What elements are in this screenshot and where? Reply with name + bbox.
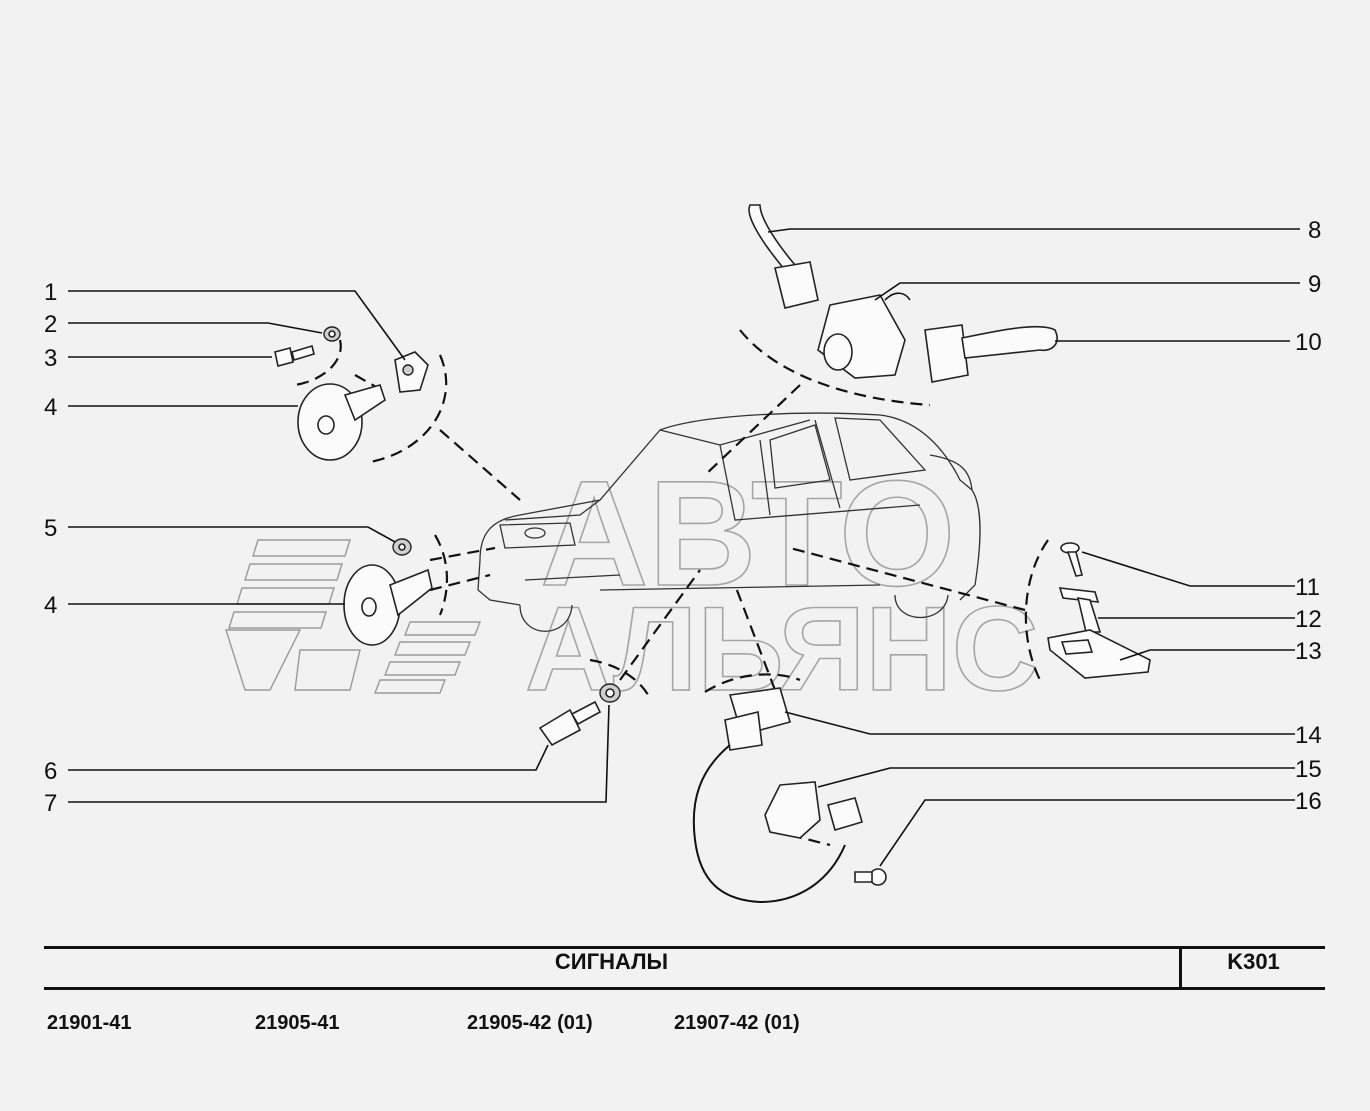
callout-13: 13: [1295, 638, 1322, 665]
horn-lower: [343, 564, 433, 646]
watermark-emblem-icon: [225, 539, 482, 694]
model-code-1: 21901-41: [47, 1012, 132, 1034]
callout-10: 10: [1295, 329, 1322, 356]
callout-16: 16: [1295, 788, 1322, 815]
switch-lever-10: [924, 324, 1058, 383]
callout-3: 3: [44, 345, 57, 372]
callout-4-upper: 4: [44, 394, 57, 421]
model-code-3: 21905-42 (01): [467, 1012, 593, 1034]
callout-4-lower: 4: [44, 592, 57, 619]
screw-16: [854, 868, 887, 886]
dashed-guides: [294, 329, 1049, 847]
screw-11: [1060, 542, 1083, 577]
watermark-logo: АВТО АЛЬЯНС: [225, 448, 1039, 717]
callout-1: 1: [44, 279, 57, 306]
model-code-4: 21907-42 (01): [674, 1012, 800, 1034]
parts-diagram: АВТО АЛЬЯНС: [44, 204, 1322, 904]
nut-2: [323, 326, 341, 342]
callout-15: 15: [1295, 756, 1322, 783]
horn-upper: [297, 383, 386, 461]
leader-lines: [68, 228, 1300, 867]
bracket-15: [764, 781, 863, 839]
switch-13: [1047, 629, 1151, 679]
callout-2: 2: [44, 311, 57, 338]
callout-11: 11: [1295, 574, 1320, 601]
nut-7: [599, 683, 621, 703]
callout-9: 9: [1308, 271, 1321, 298]
diagram-code: K301: [1227, 949, 1280, 974]
callout-6: 6: [44, 758, 57, 785]
callout-7: 7: [44, 790, 57, 817]
callout-14: 14: [1295, 722, 1322, 749]
switch-housing-9: [817, 292, 911, 379]
model-code-2: 21905-41: [255, 1012, 340, 1034]
bracket-12: [1058, 587, 1102, 633]
nut-5: [392, 538, 412, 556]
title-divider: [1179, 949, 1182, 987]
callout-8: 8: [1308, 217, 1321, 244]
callout-12: 12: [1295, 606, 1322, 633]
switch-lever-8: [748, 204, 819, 309]
car-outline: [477, 412, 981, 632]
callout-numbers: 1 2 3 4 5 4 6 7 8 9 10 11 12 13 14 15 16: [44, 217, 1322, 817]
title-block: СИГНАЛЫ K301: [44, 946, 1325, 990]
connector-14: [692, 687, 846, 904]
callout-5: 5: [44, 515, 57, 542]
bolt-3: [274, 344, 315, 367]
sensor-6: [538, 700, 602, 747]
diagram-title: СИГНАЛЫ: [554, 949, 669, 974]
bracket-nut-1: [394, 351, 429, 393]
